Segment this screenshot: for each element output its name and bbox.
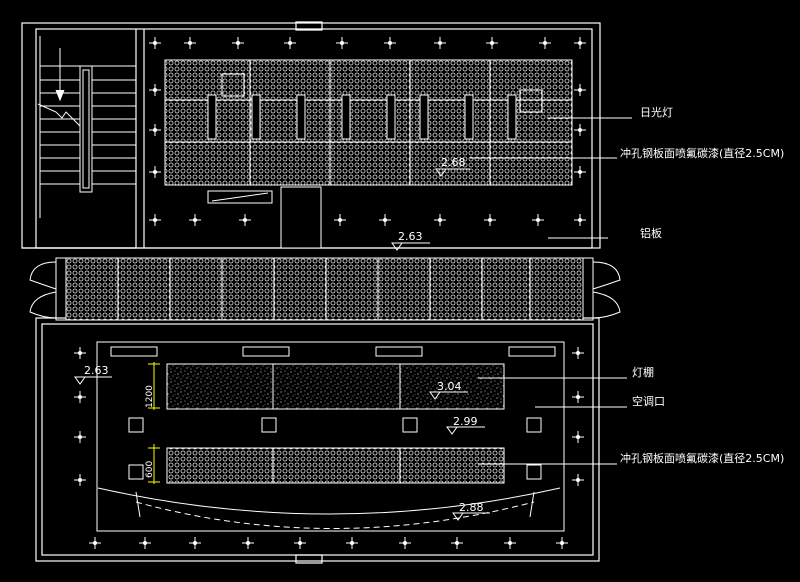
- fluorescent-fixtures: [207, 73, 543, 140]
- leader-lines: [470, 117, 632, 465]
- elev-top-mid: 2.63: [398, 230, 423, 243]
- aluminum-area: [207, 186, 322, 249]
- label-aluminum: 铝板: [640, 226, 662, 240]
- corridor-doors: [29, 257, 621, 321]
- elev-arc: 2.88: [459, 501, 484, 514]
- label-fluorescent: 日光灯: [640, 105, 673, 119]
- corridor-perforated-band: [56, 257, 584, 321]
- elevation-markers: [74, 168, 490, 521]
- ac-vents: [128, 417, 542, 480]
- dimension-markers: [148, 362, 160, 484]
- staircase: [35, 36, 136, 218]
- light-shed-band: [166, 363, 505, 410]
- arc-ceiling: [97, 487, 561, 529]
- label-ac-vent: 空调口: [632, 394, 665, 408]
- dim-upper-band: 1200: [145, 385, 155, 408]
- top-perforated-panel: [164, 59, 573, 186]
- elev-top-panel: 2.68: [441, 156, 466, 169]
- elev-light-shed: 3.04: [437, 380, 462, 393]
- elev-right-mid: 2.99: [453, 415, 478, 428]
- lower-room: [96, 341, 565, 532]
- label-perforated-top: 冲孔钢板面喷氟碳漆(直径2.5CM): [620, 146, 784, 160]
- dim-lower-band: 600: [145, 461, 155, 478]
- stair-treads: [40, 65, 136, 185]
- lower-perforated-band: [166, 447, 505, 484]
- elev-left-lower: 2.63: [84, 364, 109, 377]
- label-perforated-bottom: 冲孔钢板面喷氟碳漆(直径2.5CM): [620, 451, 784, 465]
- label-light-shed: 灯棚: [632, 365, 654, 379]
